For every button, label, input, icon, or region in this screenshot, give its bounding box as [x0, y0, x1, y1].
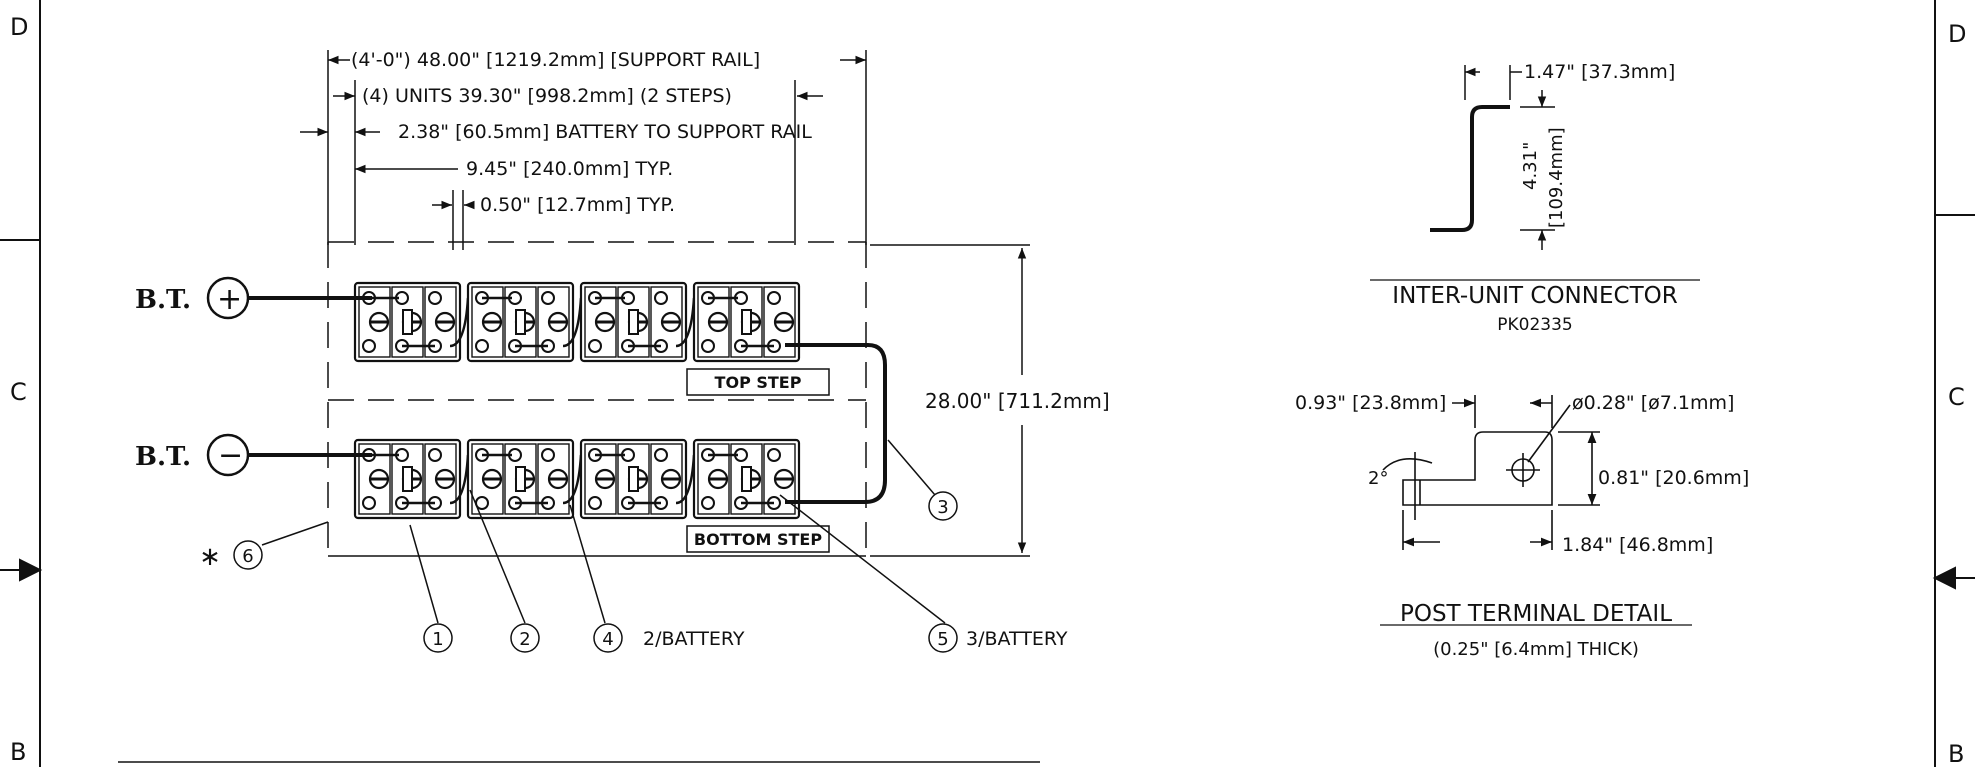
height-dim: 28.00" [711.2mm] — [925, 389, 1110, 413]
bt-minus-label: B.T. — [135, 442, 191, 472]
zone-markers: D C B D C B — [0, 13, 1975, 768]
bt-plus-label: B.T. — [135, 285, 191, 315]
battery-unit — [692, 281, 801, 363]
inter-unit-title: INTER-UNIT CONNECTOR — [1392, 283, 1677, 309]
callout-5: 5 — [937, 629, 948, 650]
callout-4-note: 2/BATTERY — [643, 628, 745, 650]
inter-step-cable — [785, 343, 887, 504]
plus-sign: + — [217, 282, 242, 317]
top-dimensions — [300, 50, 867, 250]
battery-unit — [466, 281, 575, 363]
battery-unit — [353, 438, 462, 520]
zone-c-right: C — [1948, 383, 1965, 411]
battery-cell — [763, 443, 796, 515]
battery-cell — [650, 286, 683, 358]
battery-unit — [579, 438, 688, 520]
zone-d-left: D — [10, 13, 28, 41]
battery-units — [353, 281, 801, 520]
inter-unit-connector-detail — [1370, 65, 1700, 281]
top-step-label: TOP STEP — [715, 373, 802, 392]
rack-outline — [327, 241, 1030, 557]
post-d1-dim: 0.93" [23.8mm] — [1295, 392, 1446, 414]
unit-pitch-dim: 9.45" [240.0mm] TYP. — [466, 158, 673, 180]
positive-terminal: B.T. + — [135, 276, 372, 320]
post-height-dim: 0.81" [20.6mm] — [1598, 467, 1749, 489]
post-hole-dim: ø0.28" [ø7.1mm] — [1572, 392, 1734, 414]
zone-c-left: C — [10, 378, 27, 406]
callout-1: 1 — [432, 629, 443, 650]
connector-width-dim: 1.47" [37.3mm] — [1524, 61, 1675, 83]
callout-3: 3 — [937, 497, 948, 518]
battery-cell — [537, 286, 570, 358]
step-labels: TOP STEP BOTTOM STEP — [686, 368, 830, 553]
connector-height-in: 4.31" — [1520, 142, 1541, 190]
callouts — [233, 439, 958, 653]
left-center-arrow — [0, 558, 43, 582]
callout-6: 6 — [242, 546, 253, 567]
zone-b-right: B — [1948, 740, 1964, 767]
battery-unit — [692, 438, 801, 520]
zone-d-right: D — [1948, 20, 1966, 48]
battery-cell — [697, 286, 730, 358]
inter-unit-part: PK02335 — [1497, 315, 1572, 335]
post-length-dim: 1.84" [46.8mm] — [1562, 534, 1713, 556]
battery-cell — [424, 286, 457, 358]
right-center-arrow — [1932, 566, 1975, 590]
post-angle-dim: 2° — [1368, 468, 1388, 489]
battery-cell — [584, 286, 617, 358]
battery-cell — [424, 443, 457, 515]
post-terminal-detail — [1380, 395, 1692, 626]
negative-terminal: B.T. − — [135, 433, 372, 477]
battery-cell — [471, 286, 504, 358]
battery-unit — [353, 281, 462, 363]
callout-4: 4 — [602, 629, 613, 650]
support-rail-dim: (4'-0") 48.00" [1219.2mm] [SUPPORT RAIL] — [351, 49, 760, 71]
bottom-step-label: BOTTOM STEP — [694, 530, 822, 549]
gap-dim: 0.50" [12.7mm] TYP. — [480, 194, 675, 216]
callout-2: 2 — [519, 629, 530, 650]
minus-sign: − — [218, 438, 243, 473]
zone-b-left: B — [10, 738, 26, 766]
battery-cell — [763, 286, 796, 358]
post-terminal-note: (0.25" [6.4mm] THICK) — [1433, 639, 1639, 660]
units-dim: (4) UNITS 39.30" [998.2mm] (2 STEPS) — [362, 85, 732, 107]
battery-unit — [466, 438, 575, 520]
post-terminal-title: POST TERMINAL DETAIL — [1400, 601, 1672, 627]
battery-to-rail-dim: 2.38" [60.5mm] BATTERY TO SUPPORT RAIL — [398, 121, 812, 143]
star-mark: ∗ — [199, 542, 221, 572]
battery-unit — [579, 281, 688, 363]
battery-cell — [584, 443, 617, 515]
connector-height-mm: [109.4mm] — [1546, 127, 1567, 228]
top-dimension-texts: (4'-0") 48.00" [1219.2mm] [SUPPORT RAIL]… — [351, 49, 812, 216]
callout-5-note: 3/BATTERY — [966, 628, 1068, 650]
callout-texts: 1 2 4 5 3 6 ∗ — [199, 497, 949, 650]
